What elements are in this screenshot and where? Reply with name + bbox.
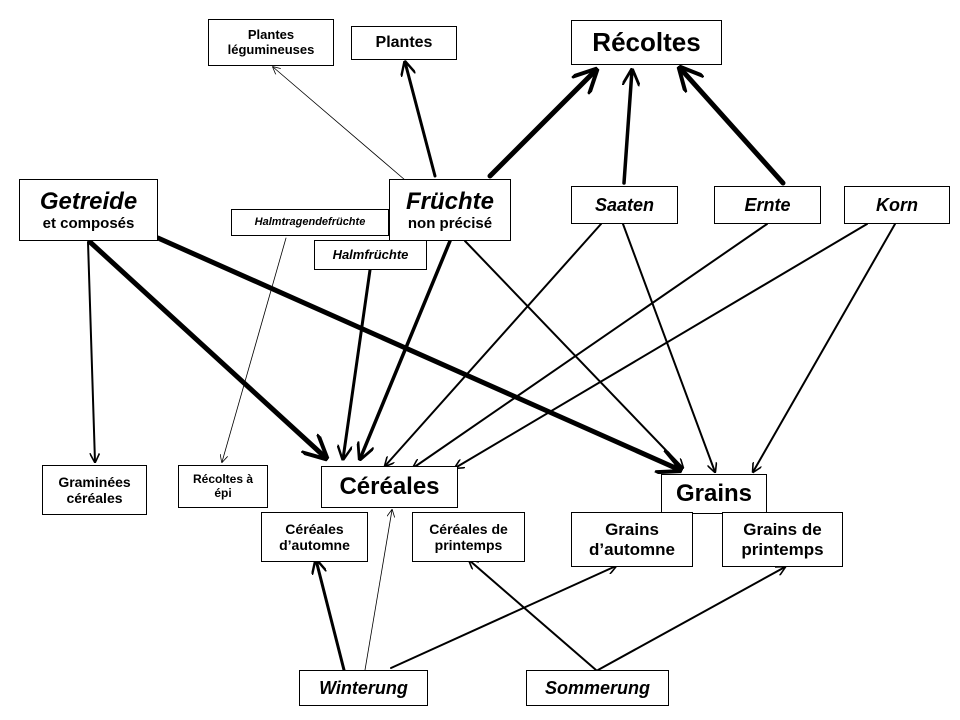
node-cereales-automne-line1: Céréales [285,520,344,537]
arrow-fruchte-recoltes [487,70,596,179]
node-grains-automne-line1: Grains [605,519,659,539]
node-graminees-cereales-line1: Graminées [58,473,131,490]
node-winterung: Winterung [299,670,428,706]
node-sommerung-label: Sommerung [544,677,650,698]
node-halmfruchte: Halmfrüchte [314,240,427,270]
arrow-getreide-grains [155,235,680,470]
node-ernte-label: Ernte [744,194,791,215]
arrow-winterung-grains-automne [390,566,616,669]
node-sommerung: Sommerung [526,670,669,706]
node-cereales-label: Céréales [339,473,440,501]
node-cereales: Céréales [321,466,458,508]
arrow-getreide-cereales [87,239,326,458]
node-cereales-printemps-line1: Céréales de [429,520,508,537]
node-cereales-automne: Céréales d’automne [261,512,368,562]
arrow-halmtragende-recoltes-epi [222,237,287,462]
node-plantes-legumineuses-line2: légumineuses [227,41,315,57]
arrow-fruchte-plantes-legumineuses [273,67,406,181]
arrow-fruchte-cereales [360,239,452,459]
node-getreide-sub: et composés [42,215,135,233]
node-grains-printemps-line1: Grains de [743,519,822,539]
node-recoltes-label: Récoltes [592,26,701,57]
arrow-ernte-cereales [413,223,768,468]
node-grains-printemps-line2: printemps [741,539,824,559]
node-getreide-title: Getreide [39,187,138,215]
node-recoltes: Récoltes [571,20,722,65]
node-grains-automne: Grains d’automne [571,512,693,567]
node-graminees-cereales: Graminées céréales [42,465,147,515]
arrow-fruchte-grains [464,240,683,468]
node-fruchte-title: Früchte [405,187,494,215]
arrow-korn-grains [753,223,896,472]
node-plantes-legumineuses-line1: Plantes [247,26,295,42]
node-plantes-label: Plantes [375,33,433,51]
node-recoltes-a-epi-line2: épi [214,485,232,500]
node-recoltes-a-epi: Récoltes à épi [178,465,268,508]
node-grains: Grains [661,474,767,514]
node-getreide: Getreide et composés [19,179,158,241]
arrow-sommerung-grains-printemps [597,567,785,671]
arrow-saaten-grains [622,223,715,472]
node-saaten-label: Saaten [594,194,655,215]
arrow-halmfruchte-cereales [343,268,372,459]
arrow-winterung-cereales [364,510,392,671]
arrow-sommerung-cereales-printemps [469,560,597,671]
arrow-fruchte-plantes [405,62,437,178]
node-plantes-legumineuses: Plantes légumineuses [208,19,334,66]
node-grains-label: Grains [675,480,753,508]
node-halmfruchte-label: Halmfrüchte [332,246,409,262]
node-fruchte-sub: non précisé [407,215,493,233]
node-halmtragendefruchte-label: Halmtragendefrüchte [254,216,366,229]
arrow-saaten-cereales [385,223,602,466]
node-cereales-printemps-line2: printemps [434,537,503,553]
node-fruchte: Früchte non précisé [389,179,511,241]
arrow-saaten-recoltes [624,70,632,185]
node-winterung-label: Winterung [319,677,408,698]
node-korn-label: Korn [876,194,918,215]
node-ernte: Ernte [714,186,821,224]
node-cereales-printemps: Céréales de printemps [412,512,525,562]
arrow-getreide-graminees [87,241,95,462]
node-grains-automne-line2: d’automne [589,539,675,559]
node-halmtragendefruchte: Halmtragendefrüchte [231,209,389,236]
arrow-winterung-cereales-automne [316,560,346,672]
arrow-ernte-recoltes [680,68,786,186]
node-korn: Korn [844,186,950,224]
node-recoltes-a-epi-line1: Récoltes à [192,471,254,486]
node-saaten: Saaten [571,186,678,224]
node-grains-printemps: Grains de printemps [722,512,843,567]
node-cereales-automne-line2: d’automne [279,537,350,553]
node-graminees-cereales-line2: céréales [66,490,123,506]
node-plantes: Plantes [351,26,457,60]
arrow-korn-cereales [455,223,868,468]
